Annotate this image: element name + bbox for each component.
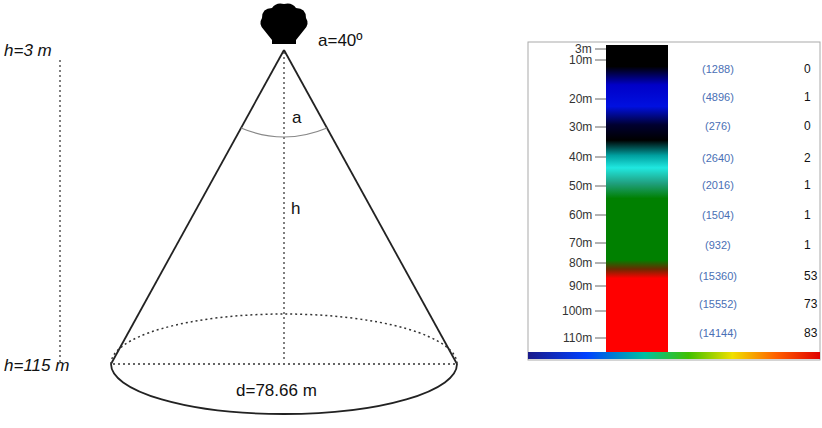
scale-label: 50m bbox=[569, 180, 592, 192]
scale-label: 60m bbox=[569, 209, 592, 221]
height-label: h=115 m bbox=[4, 357, 69, 374]
scale-tick bbox=[595, 311, 606, 312]
percent-value: 1 bbox=[803, 179, 812, 191]
percent-value: 0 bbox=[803, 120, 812, 132]
count-value: (2016) bbox=[701, 180, 735, 191]
percent-value: 1 bbox=[803, 91, 812, 103]
scale-tick bbox=[595, 127, 606, 128]
percent-value: 73 bbox=[803, 298, 818, 310]
scale-tick bbox=[595, 243, 606, 244]
count-value: (276) bbox=[704, 121, 732, 132]
scale-tick bbox=[595, 99, 606, 100]
percent-value: 53 bbox=[803, 270, 818, 282]
diameter-label: d=78.66 m bbox=[236, 382, 317, 399]
scale-label: 110m bbox=[563, 332, 592, 344]
scale-label: 100m bbox=[562, 305, 592, 317]
height-symbol: h bbox=[291, 200, 300, 217]
scale-tick bbox=[595, 49, 606, 50]
scale-label: 20m bbox=[569, 93, 592, 105]
scale-tick bbox=[595, 263, 606, 264]
count-value: (2640) bbox=[701, 153, 735, 164]
scale-tick bbox=[595, 157, 606, 158]
percent-value: 1 bbox=[803, 209, 812, 221]
count-value: (932) bbox=[704, 240, 732, 251]
scale-label: 80m bbox=[569, 257, 592, 269]
count-value: (1288) bbox=[701, 64, 735, 75]
percent-value: 1 bbox=[803, 239, 812, 251]
scale-label: 40m bbox=[569, 151, 592, 163]
count-value: (1504) bbox=[701, 210, 735, 221]
scale-tick bbox=[595, 60, 606, 61]
percent-value: 0 bbox=[803, 63, 812, 75]
height-label: h=3 m bbox=[4, 42, 52, 59]
angle-symbol: a bbox=[292, 109, 301, 126]
count-value: (4896) bbox=[701, 92, 735, 103]
scale-label: 90m bbox=[569, 280, 592, 292]
scale-tick bbox=[595, 186, 606, 187]
scale-label: 10m bbox=[569, 54, 592, 66]
percent-value: 2 bbox=[803, 152, 812, 164]
angle-label: a=40º bbox=[318, 32, 363, 49]
scale-tick bbox=[595, 338, 606, 339]
percent-value: 83 bbox=[803, 327, 818, 339]
count-value: (14144) bbox=[698, 328, 738, 339]
scale-label: 30m bbox=[569, 121, 592, 133]
scale-tick bbox=[595, 215, 606, 216]
count-value: (15552) bbox=[698, 299, 738, 310]
scale-tick bbox=[595, 286, 606, 287]
scale-label: 70m bbox=[569, 237, 592, 249]
count-value: (15360) bbox=[698, 271, 738, 282]
